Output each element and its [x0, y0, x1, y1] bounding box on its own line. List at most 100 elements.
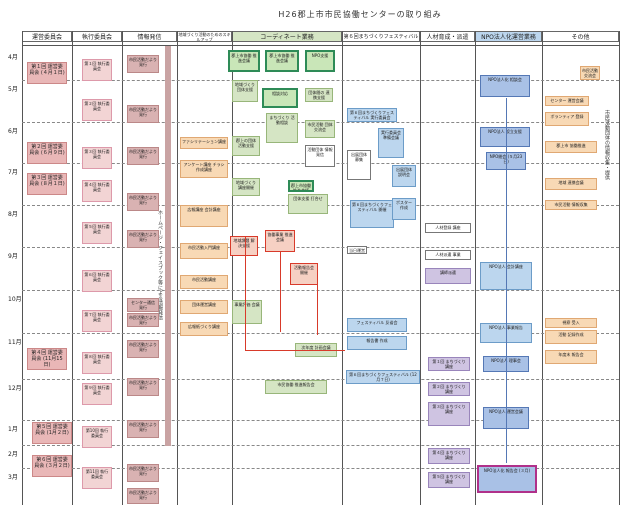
- column-divider: [619, 31, 620, 505]
- joho-item: 市民活動だより 発行: [127, 55, 159, 73]
- unei-meeting: 第３回 運営委員会 (８月１日): [27, 173, 67, 195]
- month-label: 11月: [8, 339, 22, 346]
- shikko-meeting: 第５回 執行委員会: [82, 222, 112, 244]
- column-header-unei: 運営委員会: [22, 31, 72, 42]
- jinzai-item: 第１回 まちづくり 講座: [428, 357, 470, 371]
- column-divider: [475, 31, 476, 505]
- joho-item: 市民活動だより 発行: [127, 378, 159, 396]
- joho-vertical-bar: [165, 46, 171, 446]
- npo-item: NPO法人化 相談会: [480, 75, 530, 97]
- coord-item-highlight: 地域課題 解決支援: [230, 236, 258, 256]
- month-label: 6月: [8, 128, 18, 135]
- unei-meeting: 第４回 運営委員会 (11月15日): [27, 348, 67, 370]
- shikko-meeting: 第１回 執行委員会: [82, 59, 112, 81]
- shikko-meeting: 第10回 執行委員会: [82, 426, 112, 448]
- sonota-item: ボランティア 登録: [545, 112, 589, 126]
- column-header-shikko: 執行委員会: [72, 31, 122, 42]
- column-divider: [542, 31, 543, 505]
- coord-item: 市民活動 団体交流会: [305, 120, 335, 138]
- month-label: 9月: [8, 253, 18, 260]
- coord-item: 郡上市協働 推進会議: [265, 50, 299, 72]
- fes-item: ポスター 作成: [392, 198, 416, 220]
- column-divider: [22, 31, 23, 505]
- coord-red-connector: [280, 252, 281, 332]
- unei-meeting: 第１回 運営委員会 (４月１日): [27, 62, 67, 84]
- month-label: 4月: [8, 54, 18, 61]
- coord-red-connector: [245, 350, 345, 351]
- column-divider: [122, 31, 123, 505]
- month-divider: [22, 379, 619, 380]
- shikko-meeting: 第６回 執行委員会: [82, 270, 112, 292]
- coord-red-connector: [245, 236, 246, 351]
- joho-item: 市民活動だより 発行: [127, 420, 159, 438]
- coord-item: まちづくり 活動相談: [266, 113, 298, 143]
- jinzai-item: 第５回 まちづくり 講座: [428, 472, 470, 488]
- column-divider: [420, 31, 421, 505]
- fes-item: 当日運営 打合せ: [347, 246, 367, 254]
- column-header-joho: 情報発信: [122, 31, 177, 42]
- joho-item: 市民活動だより 発行: [127, 230, 159, 248]
- jinzai-item: 第４回 まちづくり 講座: [428, 448, 470, 464]
- skill-item: 団体運営講座: [180, 300, 228, 314]
- month-divider: [22, 445, 619, 446]
- coord-item: 地域づくり 講座開催: [232, 178, 260, 196]
- coord-item: 郡上市協働 推進会議: [288, 180, 314, 192]
- column-divider: [232, 31, 233, 505]
- shikko-meeting: 第３回 執行委員会: [82, 147, 112, 169]
- fes-item: 第６回まちづくりフェスティバル (12月７日): [346, 370, 420, 384]
- shikko-meeting: 第８回 執行委員会: [82, 352, 112, 374]
- month-label: 3月: [8, 474, 18, 481]
- coord-item-highlight: 活動報告会 開催: [290, 263, 318, 285]
- month-label: 1月: [8, 426, 18, 433]
- column-header-jinzai: 人材育成・派遣: [420, 31, 475, 42]
- month-label: 2月: [8, 451, 18, 458]
- month-label: 12月: [8, 385, 22, 392]
- joho-item: 市民活動だより 発行: [127, 147, 159, 165]
- skill-item: ファシリテーション講座: [180, 137, 228, 149]
- column-divider: [72, 31, 73, 505]
- coord-item: 郡上の団体 活動支援: [232, 136, 260, 156]
- fes-item: フェスティバル 反省会: [347, 318, 407, 332]
- sonota-item: 年度末 報告会: [545, 350, 597, 364]
- coord-item: 団体支援 打合せ: [288, 194, 328, 214]
- coord-item: 市民協働 推進報告会: [265, 380, 327, 394]
- page-title: H26郡上市市民協働センターの取り組み: [278, 10, 442, 19]
- skill-item: 市民活動講座: [180, 275, 228, 289]
- column-header-fes: 第６回まちづくりフェスティバル: [342, 31, 420, 42]
- shikko-meeting: 第11回 執行委員会: [82, 467, 112, 489]
- jinzai-item: 人材派遣 事業: [425, 250, 471, 260]
- unei-meeting: 第６回 運営委員会 (３月２日): [32, 455, 72, 477]
- joho-item: 市民活動だより 発行: [127, 105, 159, 123]
- coord-item-highlight: 協働事業 推進会議: [265, 230, 295, 252]
- coord-item: NPO支援: [305, 50, 335, 72]
- joho-vertical-text: ホームページ・フェイスブック等による情報発信: [157, 210, 163, 320]
- column-header-coord: コーディネート業務: [232, 31, 342, 42]
- month-divider: [22, 45, 619, 46]
- month-divider: [22, 290, 619, 291]
- sonota-item: 活動 記録作成: [545, 330, 597, 344]
- sonota-vertical-text: 市民活動団体の情報収集・提供: [604, 110, 610, 180]
- unei-meeting: 第５回 運営委員会 (1月２日): [32, 422, 72, 444]
- sonota-item: センター 運営会議: [545, 96, 589, 106]
- shikko-meeting: 第４回 執行委員会: [82, 180, 112, 202]
- skill-item: 広報紙づくり講座: [180, 322, 228, 336]
- skill-item: アンケート講座 チラシ作成講座: [180, 160, 228, 178]
- sonota-item: 視察 受入: [545, 318, 597, 328]
- shikko-meeting: 第２回 執行委員会: [82, 99, 112, 121]
- column-header-npo: NPO法人化運営業務: [475, 31, 542, 42]
- fes-item: 第６回まちづくりフェスティバル 開催: [350, 200, 394, 228]
- month-label: 5月: [8, 86, 18, 93]
- npo-item: NPO法人 設立支援: [480, 127, 530, 147]
- coord-item: 事業評価 会議: [232, 300, 262, 324]
- jinzai-item: 第３回 まちづくり 講座: [428, 402, 470, 426]
- column-header-sonota: その他: [542, 31, 619, 42]
- jinzai-item: 人材登録 講座: [425, 223, 471, 233]
- month-divider: [22, 247, 619, 248]
- month-label: 10月: [8, 296, 22, 303]
- shikko-meeting: 第９回 執行委員会: [82, 383, 112, 405]
- joho-item: 市民活動だより 発行: [127, 464, 159, 482]
- coord-item: 活動団体 情報発信: [305, 145, 335, 167]
- coord-item: 団体間の 連携支援: [305, 88, 333, 102]
- fes-item: 実行委員会 準備会議: [378, 128, 404, 158]
